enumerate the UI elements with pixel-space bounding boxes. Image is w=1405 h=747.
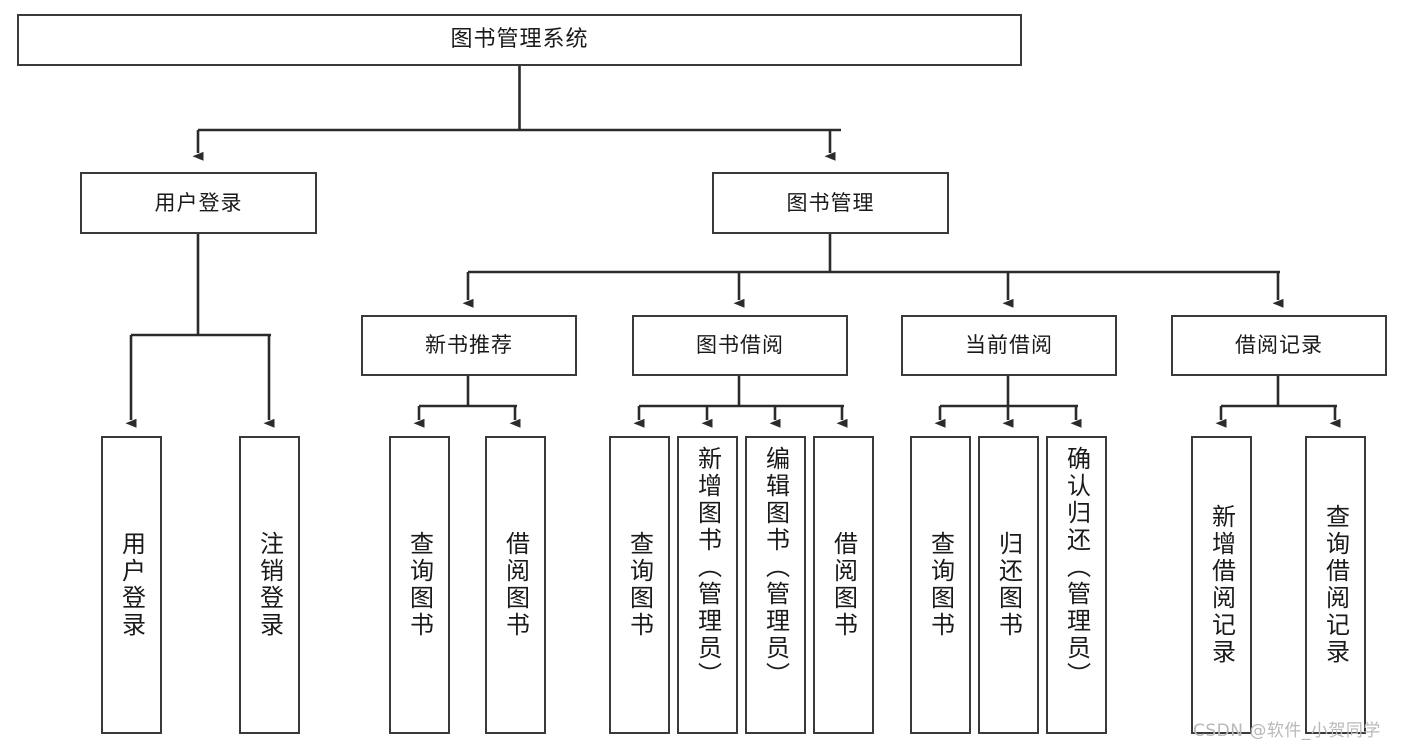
node-label: 查询图书	[405, 531, 434, 639]
node-label: 确认归还（管理员）	[1062, 446, 1091, 689]
node-new-book-recommend[interactable]: 新书推荐	[361, 315, 577, 376]
leaf-user-login[interactable]: 用户登录	[101, 436, 162, 734]
node-label: 借阅图书	[501, 531, 530, 639]
leaf-add-book-admin[interactable]: 新增图书（管理员）	[677, 436, 738, 734]
node-label: 图书管理系统	[450, 27, 589, 53]
node-label: 查询借阅记录	[1321, 504, 1350, 666]
node-label: 查询图书	[926, 531, 955, 639]
node-book-borrow[interactable]: 图书借阅	[632, 315, 848, 376]
node-label: 用户登录	[117, 531, 146, 639]
node-root-book-management-system[interactable]: 图书管理系统	[17, 14, 1022, 66]
node-label: 归还图书	[994, 531, 1023, 639]
node-label: 图书借阅	[696, 333, 784, 358]
node-label: 借阅记录	[1235, 333, 1323, 358]
leaf-borrow-book-recommend[interactable]: 借阅图书	[485, 436, 546, 734]
leaf-edit-book-admin[interactable]: 编辑图书（管理员）	[745, 436, 806, 734]
node-label: 借阅图书	[829, 531, 858, 639]
node-label: 查询图书	[625, 531, 654, 639]
leaf-borrow-book-borrow[interactable]: 借阅图书	[813, 436, 874, 734]
node-label: 注销登录	[255, 531, 284, 639]
node-label: 新增图书（管理员）	[693, 446, 722, 689]
node-current-borrow[interactable]: 当前借阅	[901, 315, 1117, 376]
leaf-query-book-recommend[interactable]: 查询图书	[389, 436, 450, 734]
node-book-manage[interactable]: 图书管理	[712, 172, 949, 234]
node-label: 图书管理	[786, 190, 875, 215]
leaf-confirm-return-admin[interactable]: 确认归还（管理员）	[1046, 436, 1107, 734]
leaf-query-borrow-record[interactable]: 查询借阅记录	[1305, 436, 1366, 734]
node-label: 新增借阅记录	[1207, 504, 1236, 666]
leaf-logout-login[interactable]: 注销登录	[239, 436, 300, 734]
node-label: 当前借阅	[965, 333, 1053, 358]
node-label: 用户登录	[154, 190, 243, 215]
leaf-add-borrow-record[interactable]: 新增借阅记录	[1191, 436, 1252, 734]
csdn-watermark: CSDN @软件_小贺同学	[1193, 721, 1381, 741]
node-borrow-record[interactable]: 借阅记录	[1171, 315, 1387, 376]
node-user-login[interactable]: 用户登录	[80, 172, 317, 234]
node-label: 编辑图书（管理员）	[761, 446, 790, 689]
leaf-query-book-current[interactable]: 查询图书	[910, 436, 971, 734]
node-label: 新书推荐	[425, 333, 513, 358]
leaf-query-book-borrow[interactable]: 查询图书	[609, 436, 670, 734]
leaf-return-book[interactable]: 归还图书	[978, 436, 1039, 734]
